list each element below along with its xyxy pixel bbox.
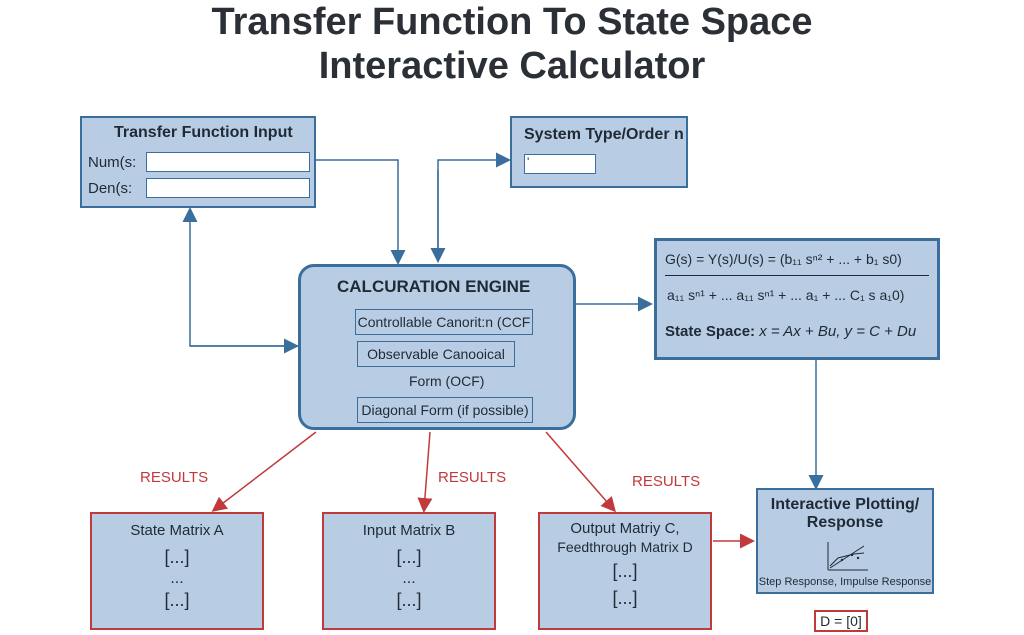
transfer-function-input-panel: Transfer Function Input Num(s: Den(s: xyxy=(80,116,316,208)
matrix-b-row-2: ... xyxy=(402,570,416,587)
num-label: Num(s: xyxy=(88,154,137,171)
system-order-panel: System Type/Order n ' xyxy=(510,116,688,188)
ocf-option[interactable]: Observable Canooical xyxy=(357,341,515,367)
matrix-cd-row-2: [...] xyxy=(612,588,638,608)
arrow-input-to-engine xyxy=(316,159,406,265)
matrix-cd-title-2: Feedthrough Matrix D xyxy=(557,539,693,555)
arrow-engine-to-matrix-cd xyxy=(545,431,616,513)
state-matrix-a: State Matrix A [...] ... [...] xyxy=(90,512,264,630)
results-label-a: RESULTS xyxy=(140,469,209,486)
page-title: Transfer Function To State Space Interac… xyxy=(0,0,1024,88)
fraction-bar xyxy=(665,275,929,276)
transfer-function-numerator: G(s) = Y(s)/U(s) = (b₁₁ sⁿ² + ... + b₁ s… xyxy=(665,251,902,267)
arrow-engine-to-input xyxy=(182,207,298,347)
system-order-input[interactable]: ' xyxy=(524,154,596,174)
matrix-a-row-1: [...] xyxy=(164,547,190,567)
arrow-engine-to-matrix-b xyxy=(417,431,433,513)
plotting-caption: Step Response, Impulse Response xyxy=(758,576,932,588)
title-line-2: Interactive Calculator xyxy=(318,45,706,87)
results-label-b: RESULTS xyxy=(438,469,507,486)
matrix-b-row-3: [...] xyxy=(396,590,422,610)
matrix-b-row-1: [...] xyxy=(396,547,422,567)
ccf-option[interactable]: Controllable Canorit:n (CCF xyxy=(355,309,533,335)
denominator-input[interactable] xyxy=(146,178,310,198)
response-plot-icon xyxy=(827,542,868,571)
matrix-a-title: State Matrix A xyxy=(130,522,224,539)
numerator-input[interactable] xyxy=(146,152,310,172)
title-line-1: Transfer Function To State Space xyxy=(211,1,813,43)
output-matrix-cd: Output Matriy C, Feedthrough Matrix D [.… xyxy=(538,512,712,630)
equation-panel: G(s) = Y(s)/U(s) = (b₁₁ sⁿ² + ... + b₁ s… xyxy=(654,238,940,360)
diagonal-option[interactable]: Diagonal Form (if possible) xyxy=(357,397,533,423)
engine-heading: CALCURATION ENGINE xyxy=(337,277,531,296)
state-space-label: State Space: xyxy=(665,323,756,340)
ocf-option-line2: Form (OCF) xyxy=(409,373,485,389)
calculation-engine: CALCURATION ENGINE Controllable Canorit:… xyxy=(298,264,576,430)
tf-input-heading: Transfer Function Input xyxy=(114,124,293,141)
results-label-cd: RESULTS xyxy=(632,473,701,490)
matrix-a-row-2: ... xyxy=(170,570,184,587)
arrow-engine-to-system xyxy=(437,152,511,262)
state-space-line: State Space: x = Ax + Bu, y = C + Du xyxy=(665,323,916,340)
matrix-b-title: Input Matrix B xyxy=(362,522,456,539)
system-order-value: ' xyxy=(527,155,530,169)
transfer-function-denominator: a₁₁ sⁿ¹ + ... a₁₁ sⁿ¹ + ... a₁ + ... C₁ … xyxy=(667,287,905,303)
plotting-title-2: Response xyxy=(806,514,884,531)
input-matrix-b: Input Matrix B [...] ... [...] xyxy=(322,512,496,630)
matrix-cd-row-1: [...] xyxy=(612,561,638,581)
arrow-engine-to-matrix-a xyxy=(211,431,317,512)
system-order-heading: System Type/Order n xyxy=(524,126,684,143)
den-label: Den(s: xyxy=(88,180,133,197)
matrix-a-row-3: [...] xyxy=(164,590,190,610)
d-matrix-badge: D = [0] xyxy=(814,610,868,632)
state-space-equation: x = Ax + Bu, y = C + Du xyxy=(759,323,917,340)
interactive-plotting-panel[interactable]: Interactive Plotting/ Response Step Resp… xyxy=(756,488,934,594)
matrix-cd-title-1: Output Matriy C, xyxy=(570,520,680,537)
plotting-title-1: Interactive Plotting/ xyxy=(770,496,920,513)
